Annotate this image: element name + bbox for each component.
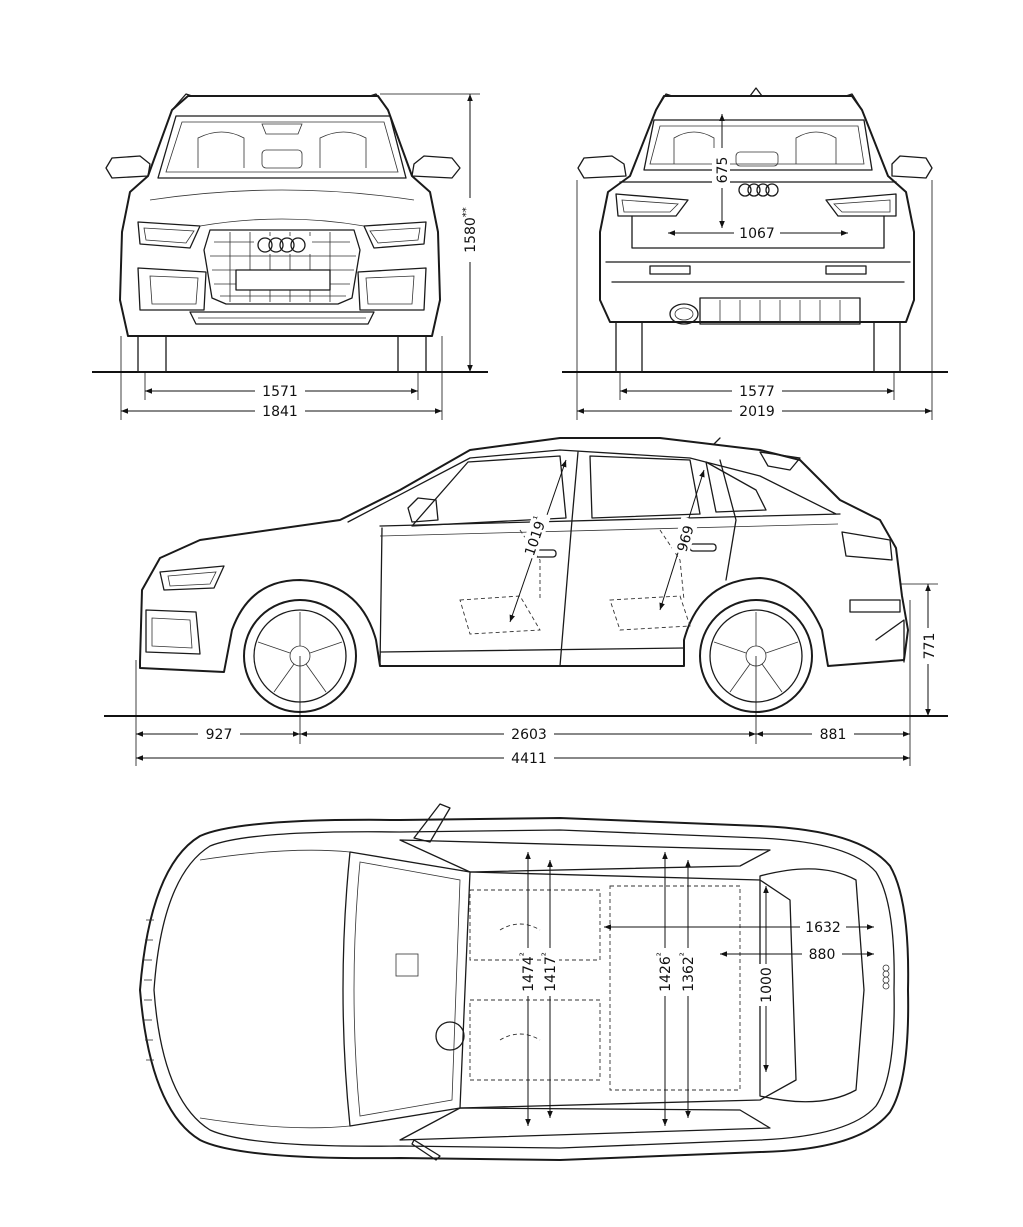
side-view: 1019¹ 969 771 927 2603 881 4411: [104, 437, 948, 767]
front-shoulder-width-dimension: 1474: [521, 956, 537, 992]
luggage-width-dimension: 1000: [759, 967, 775, 1003]
rear-opening-width-dimension: 1067: [739, 226, 775, 242]
svg-text:1417²: 1417²: [541, 952, 559, 992]
rear-elbow-footnote-marker: ²: [679, 952, 690, 956]
rear-opening-height-dimension: 675: [715, 157, 731, 184]
svg-text:1426²: 1426²: [656, 952, 674, 992]
svg-text:1474²: 1474²: [519, 952, 537, 992]
rear-track-dimension: 1577: [739, 384, 775, 400]
front-headroom-dimension: 1019: [522, 519, 549, 558]
top-view: 1474² 1417² 1426² 1362² 1000: [139, 803, 910, 1161]
rear-elbow-width-dimension: 1362: [681, 956, 697, 992]
front-width-dimension: 1841: [262, 404, 298, 420]
height-dimension: 1580: [463, 217, 479, 253]
luggage-length-dimension: 1632: [805, 920, 841, 936]
svg-text:1362²: 1362²: [679, 952, 697, 992]
front-track-dimension: 1571: [262, 384, 298, 400]
rear-shoulder-footnote-marker: ²: [656, 952, 667, 956]
front-elbow-footnote-marker: ²: [541, 952, 552, 956]
rear-four-rings-logo-icon: [738, 183, 779, 197]
rear-view: 675 1067 1577 2019: [562, 87, 948, 420]
top-rear-logo-icon: [882, 964, 890, 990]
rear-headroom-dimension: 969: [675, 524, 698, 554]
rear-width-mirrors-dimension: 2019: [739, 404, 775, 420]
front-shoulder-footnote-marker: ²: [519, 952, 530, 956]
front-four-rings-logo-icon: [254, 236, 312, 254]
rear-shoulder-width-dimension: 1426: [658, 956, 674, 992]
overall-length-dimension: 4411: [511, 751, 547, 767]
front-headroom-footnote-marker: ¹: [532, 515, 544, 522]
loading-sill-height-dimension: 771: [922, 633, 938, 660]
luggage-length-seats-dimension: 880: [809, 947, 836, 963]
height-footnote-marker: **: [461, 207, 472, 217]
rear-overhang-dimension: 881: [820, 727, 847, 743]
svg-text:1580**: 1580**: [461, 207, 479, 253]
front-overhang-dimension: 927: [206, 727, 233, 743]
wheelbase-dimension: 2603: [511, 727, 547, 743]
front-elbow-width-dimension: 1417: [543, 956, 559, 992]
front-view: 1571 1841 1580**: [92, 93, 488, 420]
